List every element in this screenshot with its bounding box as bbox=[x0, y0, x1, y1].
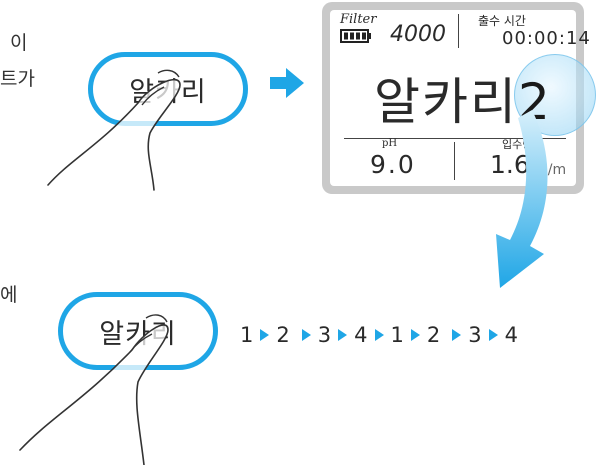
hand-pointer-icon bbox=[47, 69, 181, 191]
left-text-3: 에 bbox=[0, 284, 18, 306]
top-divider bbox=[458, 14, 459, 48]
bottom-divider bbox=[454, 142, 455, 180]
arrow-right-icon bbox=[260, 329, 270, 341]
intake-unit: ℓ/m bbox=[542, 162, 567, 178]
arrow-right-icon bbox=[488, 329, 498, 341]
mode-name: 알카리 bbox=[374, 73, 518, 131]
left-text-2: 트가 bbox=[0, 68, 35, 90]
arrow-right-icon bbox=[452, 329, 462, 341]
lcd-display: Filter 4000 출수 시간 00:00:14 알카리2 pH 9.0 입… bbox=[322, 2, 596, 194]
curved-arrow-icon bbox=[496, 110, 548, 288]
arrow-right-icon bbox=[338, 329, 348, 341]
filter-value: 4000 bbox=[390, 22, 446, 47]
alkaline-button-bottom[interactable]: 알카리 bbox=[58, 292, 218, 370]
sequence-step: 4 bbox=[504, 323, 518, 347]
sequence-step: 2 bbox=[276, 323, 290, 347]
bottom-line bbox=[344, 138, 566, 139]
filter-word: Filter bbox=[340, 12, 377, 27]
sequence-step: 3 bbox=[317, 323, 332, 347]
battery-icon bbox=[340, 29, 371, 43]
left-text-1: 이 bbox=[10, 32, 28, 54]
mode-text: 알카리2 bbox=[374, 62, 552, 134]
level-sequence: 1 2 3 4 1 2 3 4 bbox=[240, 323, 518, 347]
discharge-time-label: 출수 시간 bbox=[478, 14, 526, 28]
arrow-right-icon bbox=[270, 68, 304, 98]
arrow-right-icon bbox=[301, 329, 311, 341]
arrow-right-icon bbox=[410, 329, 420, 341]
arrow-right-icon bbox=[374, 329, 384, 341]
discharge-time-value: 00:00:14 bbox=[502, 28, 591, 49]
sequence-step: 2 bbox=[426, 323, 441, 347]
sequence-step: 4 bbox=[354, 323, 368, 347]
ph-value: 9.0 bbox=[370, 150, 416, 179]
sequence-step: 3 bbox=[468, 323, 482, 347]
sequence-step: 1 bbox=[240, 323, 254, 347]
ph-label: pH bbox=[382, 138, 398, 149]
hand-pointer-icon bbox=[19, 314, 169, 465]
sequence-step: 1 bbox=[390, 323, 404, 347]
intake-value: 1.6 bbox=[490, 150, 530, 179]
